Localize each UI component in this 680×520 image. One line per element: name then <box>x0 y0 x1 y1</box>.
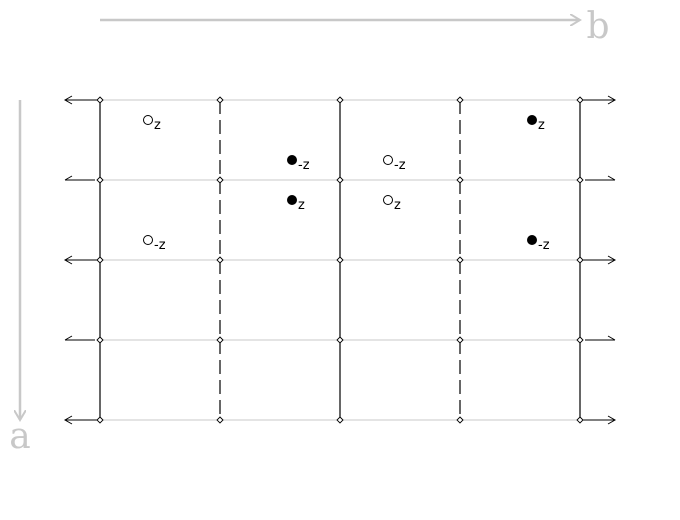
arrow-head-left <box>63 415 73 425</box>
inversion-center-diamond <box>456 96 464 104</box>
b-axis-label: b <box>586 6 609 47</box>
inversion-center-diamond <box>576 96 584 104</box>
inversion-center-diamond <box>576 256 584 264</box>
inversion-center-diamond <box>216 256 224 264</box>
arrow-head-right <box>607 255 617 265</box>
atom-filled <box>287 195 297 205</box>
inversion-center-diamond <box>216 336 224 344</box>
edge-arrows <box>63 95 617 425</box>
arrow-head-right <box>607 415 617 425</box>
arrow-head-right <box>607 95 617 105</box>
inversion-center-diamond <box>216 176 224 184</box>
half-arrow-head-left <box>64 175 73 181</box>
arrow-head-left <box>63 255 73 265</box>
inversion-center-diamond <box>576 416 584 424</box>
atom-filled <box>527 235 537 245</box>
a-axis-label: a <box>9 416 30 457</box>
inversion-center-diamond <box>336 416 344 424</box>
atom-z-label: -z <box>154 238 166 253</box>
atom-z-label: -z <box>538 238 550 253</box>
atom-filled <box>527 115 537 125</box>
inversion-center-diamond <box>336 176 344 184</box>
inversion-center-diamond <box>336 256 344 264</box>
inversion-center-diamond <box>96 256 104 264</box>
atom-z-label: z <box>538 118 545 133</box>
inversion-center-diamond <box>456 416 464 424</box>
atom-open <box>143 235 153 245</box>
inversion-center-diamond <box>96 96 104 104</box>
atom-filled <box>287 155 297 165</box>
inversion-center-diamond <box>216 96 224 104</box>
inversion-points <box>96 96 584 424</box>
atom-z-label: -z <box>394 158 406 173</box>
axes: b a <box>9 6 609 457</box>
atom-z-label: z <box>394 198 401 213</box>
inversion-center-diamond <box>576 336 584 344</box>
atom-z-label: -z <box>298 158 310 173</box>
inversion-center-diamond <box>456 176 464 184</box>
atom-z-label: z <box>298 198 305 213</box>
inversion-center-diamond <box>336 336 344 344</box>
half-arrow-head-left <box>64 335 73 341</box>
inversion-center-diamond <box>456 336 464 344</box>
atom-z-label: z <box>154 118 161 133</box>
inversion-center-diamond <box>576 176 584 184</box>
half-arrow-head-right <box>607 335 616 341</box>
inversion-center-diamond <box>216 416 224 424</box>
inversion-center-diamond <box>96 416 104 424</box>
inversion-center-diamond <box>96 176 104 184</box>
half-arrow-head-right <box>607 175 616 181</box>
inversion-center-diamond <box>456 256 464 264</box>
inversion-center-diamond <box>96 336 104 344</box>
atom-open <box>383 195 393 205</box>
inversion-center-diamond <box>336 96 344 104</box>
atom-open <box>383 155 393 165</box>
atom-open <box>143 115 153 125</box>
atoms: z -z -z z z z -z -z <box>143 115 550 253</box>
arrow-head-left <box>63 95 73 105</box>
